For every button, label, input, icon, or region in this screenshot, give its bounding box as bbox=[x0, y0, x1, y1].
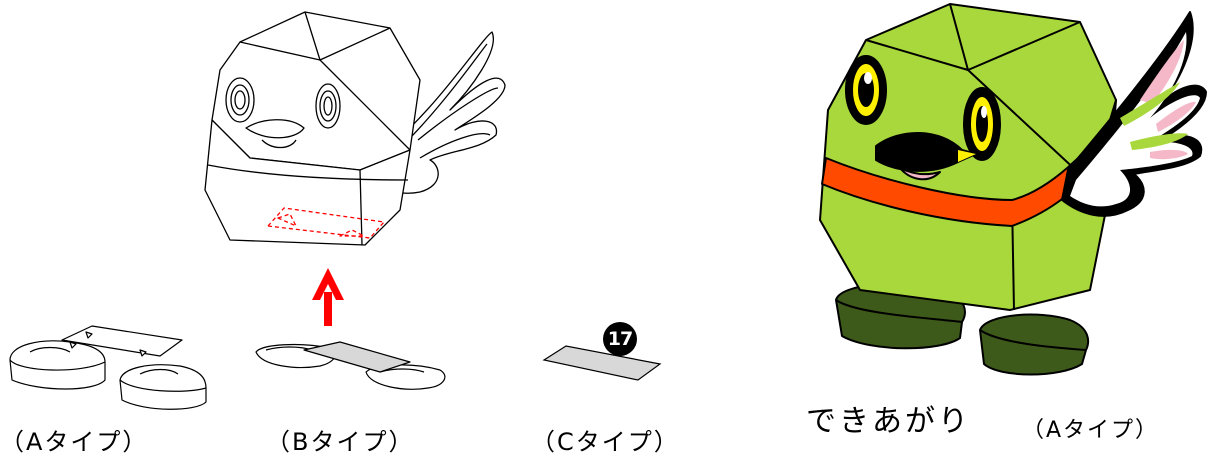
step-number-badge: 17 bbox=[603, 322, 637, 356]
red-assembly-arrow bbox=[312, 268, 344, 326]
type-b-feet bbox=[255, 341, 446, 390]
type-c-plate bbox=[542, 345, 662, 381]
type-b-label: （Bタイプ） bbox=[266, 428, 415, 456]
type-c-label: （Cタイプ） bbox=[531, 428, 680, 456]
bird-outline-illustration bbox=[204, 11, 506, 246]
completed-bird-illustration bbox=[819, 3, 1207, 376]
completed-type-label: （Aタイプ） bbox=[1022, 418, 1160, 443]
glue-guide-markings bbox=[267, 207, 385, 239]
completed-label: できあがり bbox=[806, 404, 971, 439]
type-a-feet bbox=[9, 325, 207, 410]
type-a-label: （Aタイプ） bbox=[0, 428, 149, 456]
